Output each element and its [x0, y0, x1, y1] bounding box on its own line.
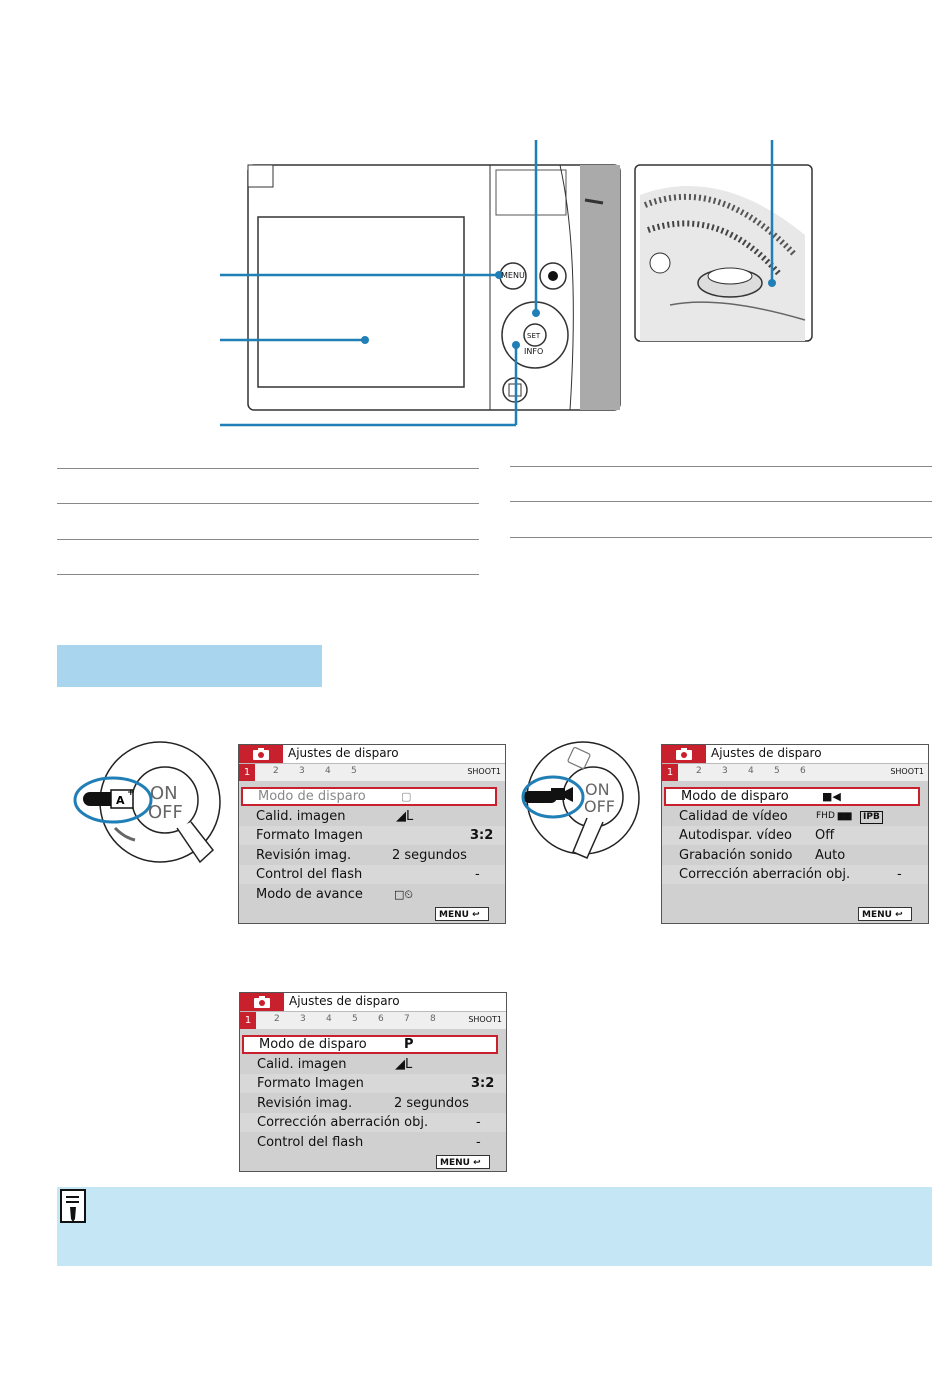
svg-text:+: + [127, 788, 135, 798]
dial-off-label: OFF [148, 802, 183, 823]
menu-row[interactable]: Corrección aberración obj.- [240, 1113, 506, 1132]
menu-tab-5[interactable]: 5 [352, 1014, 358, 1024]
return-arrow-icon: ↩ [895, 910, 903, 920]
auto-mode-icon: ▢ [401, 790, 412, 803]
camera-menu-button-label: MENU [501, 271, 525, 280]
table-rule [57, 468, 479, 469]
menu-title: Ajustes de disparo [711, 746, 822, 760]
menu-back-button[interactable]: MENU ↩ [436, 1155, 490, 1169]
section-header-band [57, 645, 322, 687]
menu-row[interactable]: Corrección aberración obj.- [662, 865, 928, 884]
mode-dial-auto-illustration: A + [73, 741, 221, 864]
menu-row-shooting-mode[interactable]: Modo de disparo ▢ [241, 787, 497, 806]
menu-code: SHOOT1 [467, 767, 501, 776]
camera-tab-icon [240, 993, 284, 1011]
camera-back-illustration [220, 140, 813, 427]
menu-back-button[interactable]: MENU ↩ [858, 907, 912, 921]
menu-tab-2[interactable]: 2 [273, 766, 279, 776]
menu-tab-6[interactable]: 6 [800, 766, 806, 776]
menu-row[interactable]: Control del flash- [239, 865, 505, 884]
menu-tab-5[interactable]: 5 [351, 766, 357, 776]
menu-row-shooting-mode[interactable]: Modo de disparo P [242, 1035, 498, 1054]
camera-tab-icon [239, 745, 283, 763]
dial-off-label-2: OFF [584, 797, 615, 816]
shooting-menu-screen-movie: Ajustes de disparo 1 2 3 4 5 6 SHOOT1 Mo… [661, 744, 929, 924]
menu-tab-6[interactable]: 6 [378, 1014, 384, 1024]
menu-row[interactable]: Calid. imagen◢L [256, 809, 414, 824]
menu-row[interactable]: Calid. imagen◢L [257, 1057, 413, 1072]
mode-dial-movie-illustration [521, 741, 640, 859]
note-icon [60, 1189, 86, 1223]
camera-tab-icon [662, 745, 706, 763]
drive-mode-icon: □⏲ [394, 888, 413, 901]
return-arrow-icon: ↩ [473, 1158, 481, 1168]
camera-set-label: SET [527, 332, 541, 340]
table-rule [57, 574, 479, 575]
menu-row[interactable]: Revisión imag.2 segundos [257, 1096, 469, 1111]
table-rule [57, 503, 479, 504]
table-rule [510, 537, 932, 538]
menu-tab-4[interactable]: 4 [326, 1014, 332, 1024]
menu-tab-8[interactable]: 8 [430, 1014, 436, 1024]
menu-tab-7[interactable]: 7 [404, 1014, 410, 1024]
camera-info-label: INFO [524, 347, 544, 356]
table-rule [57, 539, 479, 540]
movie-mode-icon: ■◀ [822, 790, 841, 803]
table-rule [510, 501, 932, 502]
menu-title: Ajustes de disparo [288, 746, 399, 760]
menu-tab-1[interactable]: 1 [662, 764, 678, 781]
menu-tab-3[interactable]: 3 [300, 1014, 306, 1024]
menu-back-button[interactable]: MENU ↩ [435, 907, 489, 921]
svg-text:A: A [116, 794, 125, 807]
menu-tab-2[interactable]: 2 [696, 766, 702, 776]
menu-tab-3[interactable]: 3 [722, 766, 728, 776]
shooting-menu-screen-auto: Ajustes de disparo 1 2 3 4 5 SHOOT1 Modo… [238, 744, 506, 924]
note-band [57, 1187, 932, 1266]
menu-row[interactable]: Control del flash- [257, 1135, 481, 1150]
menu-row[interactable]: Revisión imag.2 segundos [256, 848, 467, 863]
menu-tab-4[interactable]: 4 [325, 766, 331, 776]
menu-code: SHOOT1 [890, 767, 924, 776]
menu-row[interactable]: Modo de avance□⏲ [256, 887, 413, 902]
menu-tab-3[interactable]: 3 [299, 766, 305, 776]
video-quality-icons: FHD ▆▆ [816, 811, 852, 821]
dial-on-label-2: ON [585, 780, 610, 799]
menu-tab-5[interactable]: 5 [774, 766, 780, 776]
return-arrow-icon: ↩ [472, 910, 480, 920]
shooting-menu-screen-p: Ajustes de disparo 1 2 3 4 5 6 7 8 SHOOT… [239, 992, 507, 1172]
table-rule [510, 466, 932, 467]
menu-title: Ajustes de disparo [289, 994, 400, 1008]
menu-tab-1[interactable]: 1 [240, 1012, 256, 1029]
menu-tab-2[interactable]: 2 [274, 1014, 280, 1024]
menu-code: SHOOT1 [468, 1015, 502, 1024]
menu-row-shooting-mode[interactable]: Modo de disparo ■◀ [664, 787, 920, 806]
menu-tab-1[interactable]: 1 [239, 764, 255, 781]
menu-tab-4[interactable]: 4 [748, 766, 754, 776]
image-quality-icon: ◢ [395, 1057, 405, 1072]
image-quality-icon: ◢ [396, 809, 406, 824]
dial-on-label: ON [150, 783, 178, 804]
